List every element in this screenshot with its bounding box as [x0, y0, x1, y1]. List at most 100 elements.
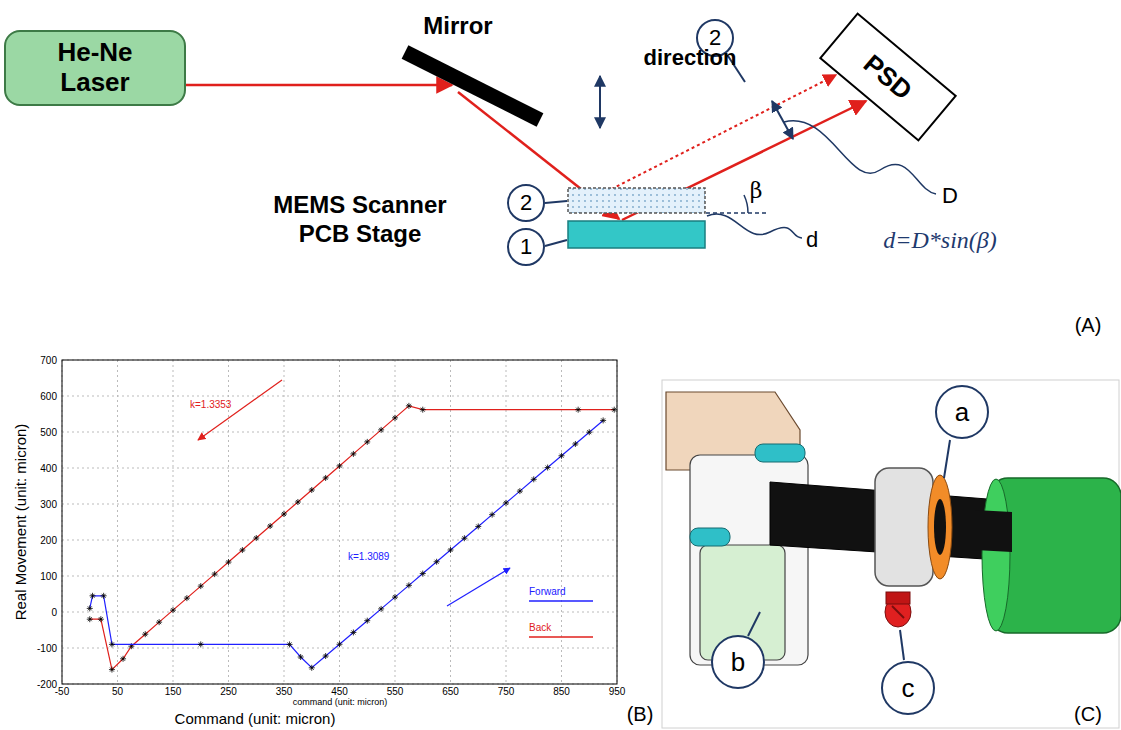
tick-label: 600 [40, 391, 57, 402]
data-marker [406, 582, 412, 588]
callout-letter: b [711, 635, 765, 689]
data-marker [253, 535, 259, 541]
washer [928, 475, 952, 579]
data-marker [545, 465, 551, 471]
optical-setup [186, 52, 936, 248]
shaft [975, 510, 1012, 552]
figure-label: (A) [1075, 314, 1102, 337]
data-marker [586, 429, 592, 435]
leader-line [900, 630, 904, 660]
mirror [405, 52, 540, 120]
legend-text: Back [529, 622, 595, 633]
tick-label: 0 [51, 607, 57, 618]
tick-label: 700 [40, 355, 57, 366]
data-marker [156, 619, 162, 625]
data-marker [392, 415, 398, 421]
tick-label: -100 [37, 643, 57, 654]
data-marker [87, 616, 93, 622]
chart-label: Command (unit: micron) [175, 710, 336, 727]
data-marker [267, 523, 273, 529]
node-text: He-Ne Laser [32, 38, 158, 98]
data-marker [489, 512, 495, 518]
plot-frame [62, 360, 617, 684]
data-marker [378, 606, 384, 612]
data-marker [420, 571, 426, 577]
data-marker [109, 641, 115, 647]
legend-line [529, 600, 593, 602]
data-marker [212, 571, 218, 577]
chart-label: Real Movement (unit: micron) [12, 424, 29, 621]
data-marker [287, 641, 293, 647]
stage-position-1 [568, 221, 705, 248]
grid-line [395, 360, 396, 684]
data-marker [198, 583, 204, 589]
set-screw [892, 606, 904, 618]
data-marker [448, 547, 454, 553]
line-chart [62, 360, 617, 684]
legend-sample [529, 633, 595, 641]
chart-label: k=1.3353 [190, 399, 231, 410]
data-marker [503, 500, 509, 506]
grid-line [62, 576, 617, 577]
tick-label: 400 [40, 463, 57, 474]
tick-label: 450 [331, 686, 348, 697]
data-series [90, 420, 603, 667]
leader-line [545, 240, 567, 246]
chart-label: command (unit: micron) [293, 697, 388, 707]
tick-label: 550 [387, 686, 404, 697]
grid-line [117, 360, 118, 684]
data-marker [350, 451, 356, 457]
node-text: a [955, 397, 969, 428]
data-marker [109, 667, 115, 673]
node-text: b [731, 647, 745, 678]
data-marker [364, 439, 370, 445]
tick-label: 200 [40, 535, 57, 546]
data-marker [517, 488, 523, 494]
figure-label: d=D*sin(β) [883, 227, 996, 254]
node-text: c [902, 673, 915, 704]
grid-line [284, 360, 285, 684]
data-marker [611, 407, 617, 413]
data-marker [98, 616, 104, 622]
legend-text: Forward [529, 586, 595, 597]
data-marker [142, 631, 148, 637]
tick-label: 500 [40, 427, 57, 438]
data-marker [600, 417, 606, 423]
rod [690, 528, 730, 546]
data-marker [378, 427, 384, 433]
reflected-beam-shifted [590, 75, 836, 200]
figure-label: β [750, 178, 763, 203]
data-marker [295, 499, 301, 505]
leader-line [545, 201, 567, 203]
data-marker [461, 535, 467, 541]
data-marker [184, 595, 190, 601]
figure-label: MEMS Scanner PCB Stage [255, 191, 465, 249]
laser-beam [186, 84, 452, 87]
data-marker [198, 641, 204, 647]
data-marker [309, 487, 315, 493]
grid-line [62, 396, 617, 397]
leader-line [944, 440, 950, 478]
tick-label: -200 [37, 679, 57, 690]
data-marker [120, 656, 126, 662]
grid-line [62, 648, 617, 649]
set-screw [886, 592, 910, 604]
tick-label: 100 [40, 571, 57, 582]
tick-label: 350 [276, 686, 293, 697]
figure-label: Mirror [423, 12, 492, 40]
direction-arrow [599, 76, 601, 128]
tick-label: 750 [498, 686, 515, 697]
grid-line [339, 360, 340, 684]
grid-line [62, 540, 617, 541]
node-text: PSD [858, 48, 919, 106]
callout-number: 1 [507, 228, 545, 266]
tick-label: 50 [112, 686, 123, 697]
callout-letter: a [935, 385, 989, 439]
data-marker [298, 654, 304, 660]
data-marker [226, 559, 232, 565]
tick-label: 250 [220, 686, 237, 697]
trend-arrow [447, 568, 510, 606]
grid-line [62, 432, 617, 433]
